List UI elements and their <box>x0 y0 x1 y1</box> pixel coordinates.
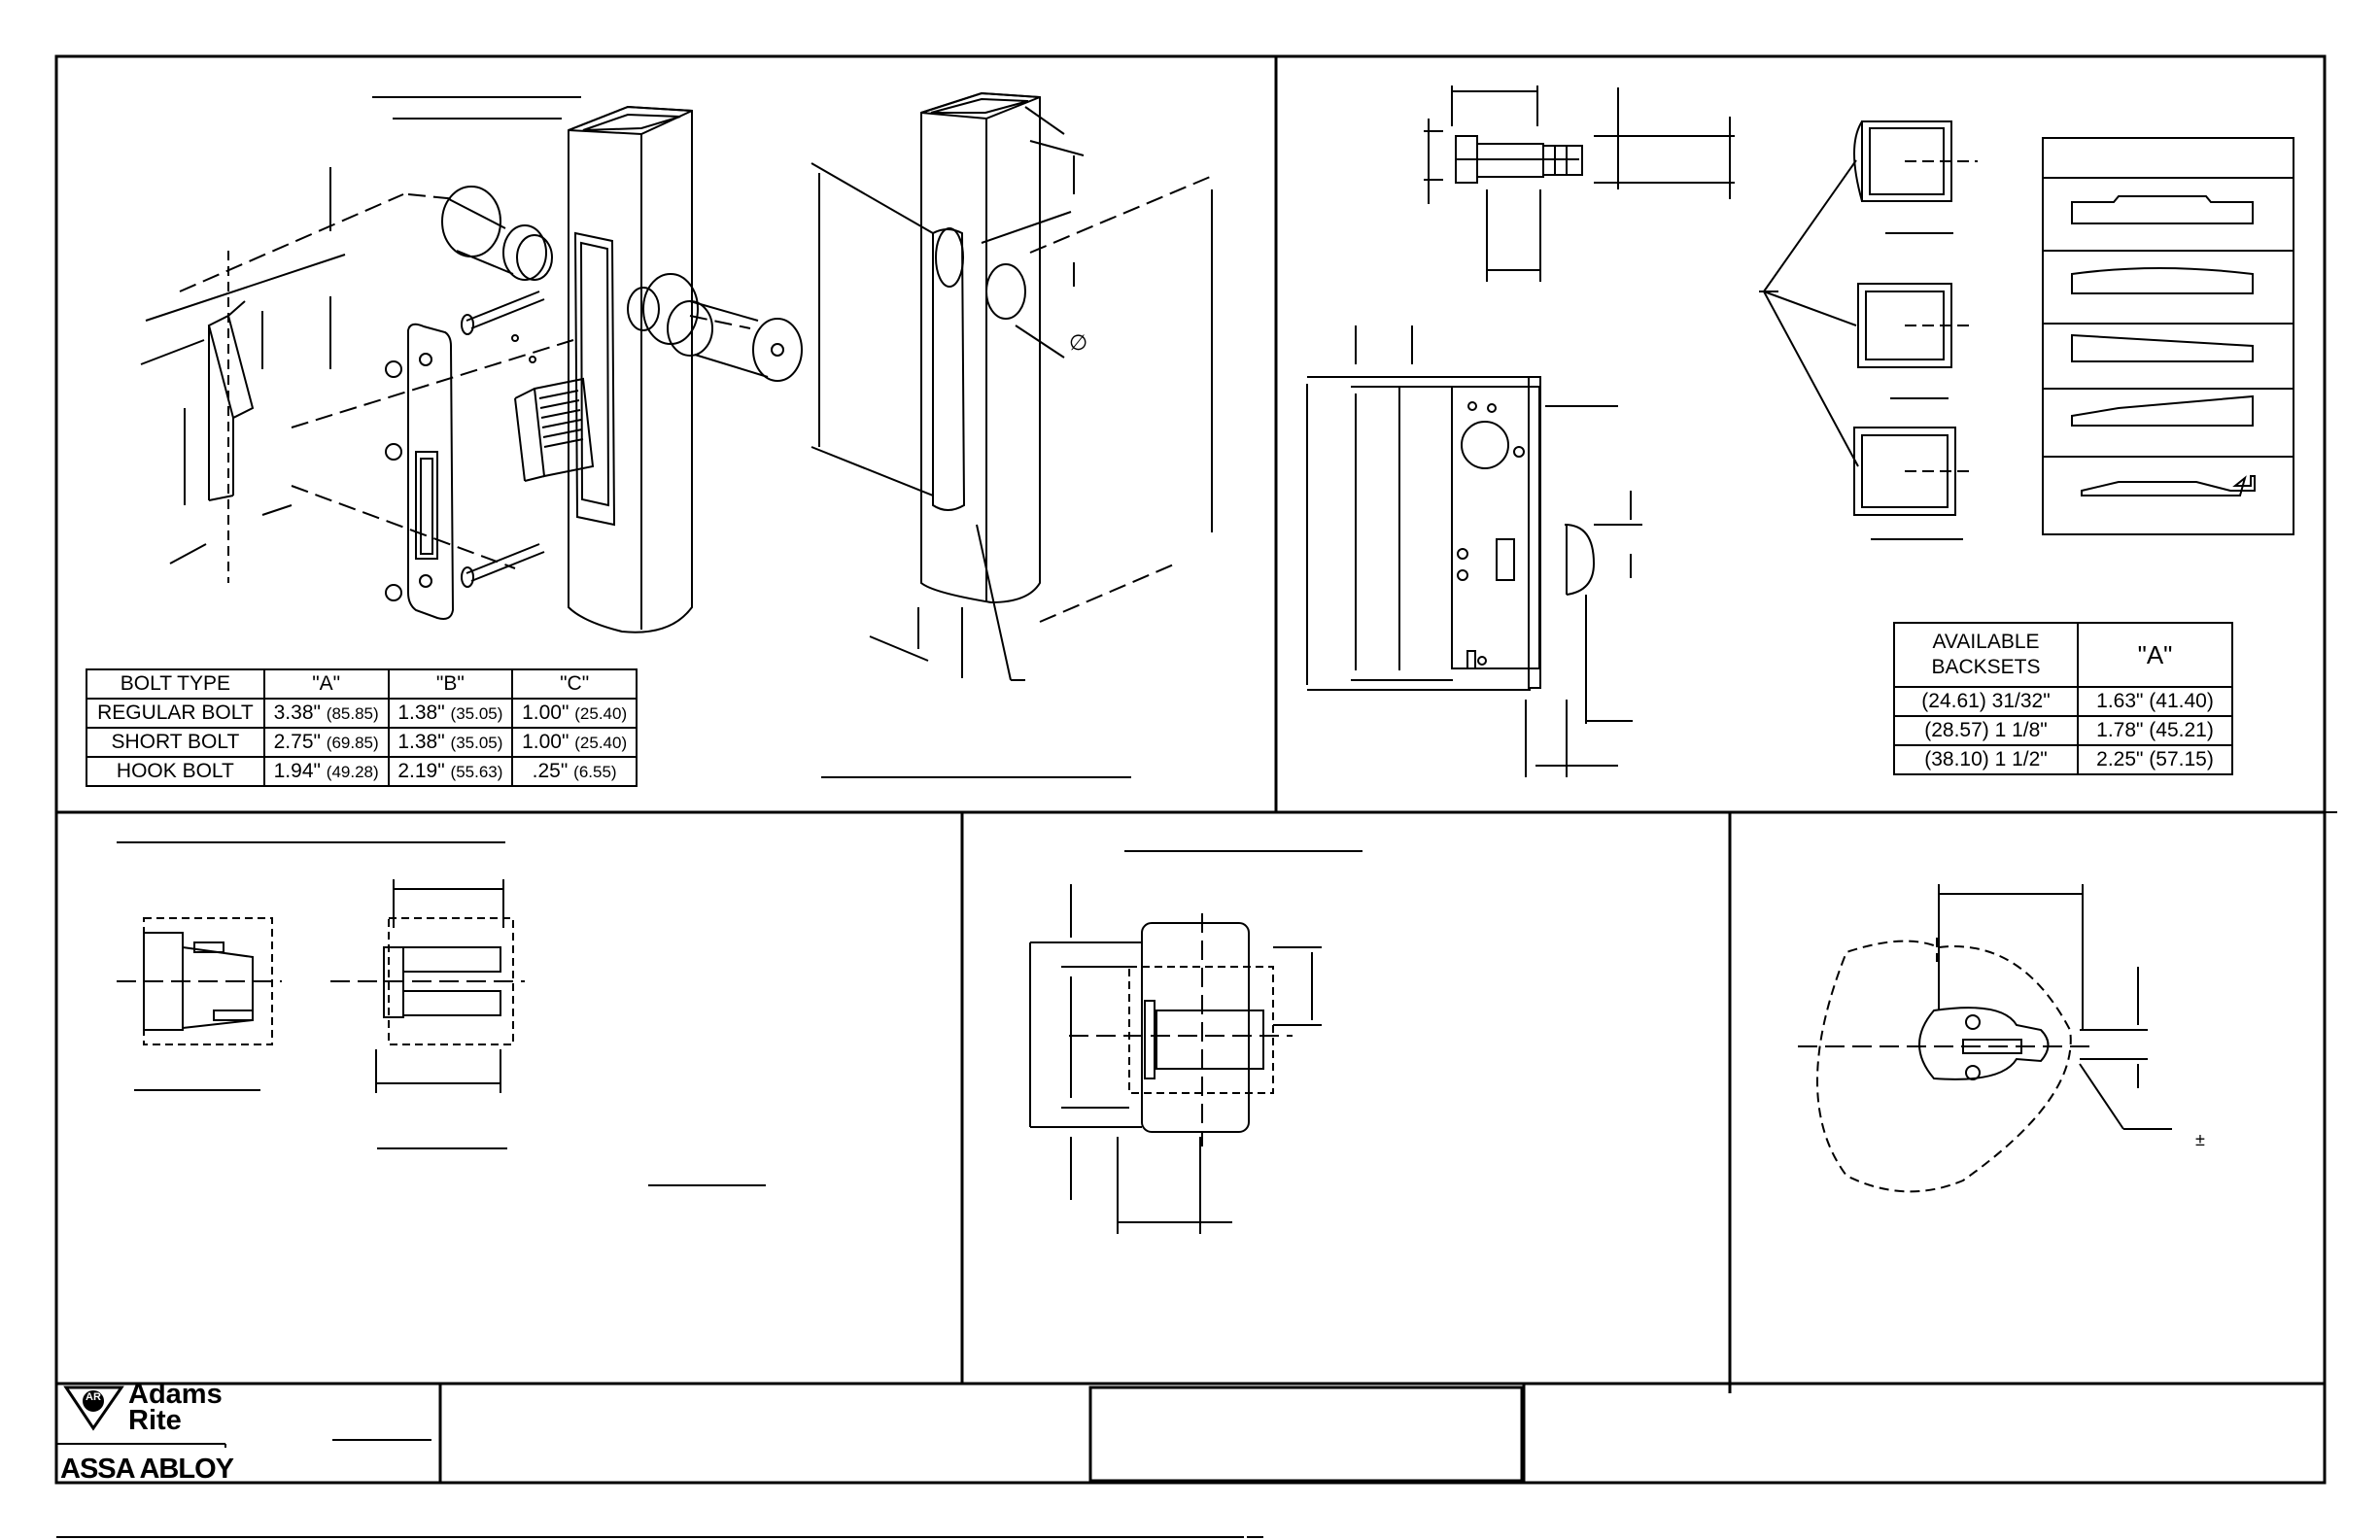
b-mm: (35.05) <box>450 734 503 752</box>
table-row: REGULAR BOLT 3.38" (85.85) 1.38" (35.05)… <box>86 698 638 729</box>
b-inch: 2.19" <box>397 760 445 782</box>
table-header-row: BOLT TYPE "A" "B" "C" <box>86 668 638 700</box>
table-header-row: AVAILABLE BACKSETS "A" <box>1893 622 2233 688</box>
diameter-symbol: ∅ <box>1069 330 1088 355</box>
a-cell: 1.94" (49.28) <box>262 756 390 787</box>
table-row: (28.57) 1 1/8" 1.78" (45.21) <box>1893 715 2233 746</box>
backset-table: AVAILABLE BACKSETS "A" (24.61) 31/32" 1.… <box>1893 622 2233 775</box>
brand-name: Adams Rite <box>128 1379 223 1436</box>
c-cell: .25" (6.55) <box>511 756 638 787</box>
b-mm: (55.63) <box>450 763 503 781</box>
b-mm: (35.05) <box>450 704 503 723</box>
title-box <box>1088 1386 1524 1483</box>
backset-cell: (24.61) 31/32" <box>1893 686 2079 717</box>
adams-rite-logo-icon <box>56 1386 431 1448</box>
cam-detail-view <box>1798 884 2172 1193</box>
tube-profiles <box>1759 120 1978 540</box>
plus-minus-symbol: ± <box>2195 1130 2205 1149</box>
lock-body-views <box>1306 86 1735 777</box>
b-cell: 1.38" (35.05) <box>387 698 514 729</box>
col-header-bolt-type: BOLT TYPE <box>86 668 265 700</box>
a-cell: 1.78" (45.21) <box>2077 715 2233 746</box>
backset-cell: (38.10) 1 1/2" <box>1893 744 2079 775</box>
a-inch: 1.94" <box>273 760 321 782</box>
col-header-a: "A" <box>2077 622 2233 688</box>
col-header-a: "A" <box>262 668 390 700</box>
a-mm: (85.85) <box>326 704 379 723</box>
parent-brand: ASSA ABLOY <box>60 1454 234 1485</box>
table-row: (38.10) 1 1/2" 2.25" (57.15) <box>1893 744 2233 775</box>
backset-cell: (28.57) 1 1/8" <box>1893 715 2079 746</box>
c-cell: 1.00" (25.40) <box>511 698 638 729</box>
logo-mark-text: AR <box>86 1391 101 1403</box>
exploded-assembly-view <box>140 96 803 633</box>
a-cell: 3.38" (85.85) <box>262 698 390 729</box>
b-inch: 1.38" <box>397 731 445 753</box>
a-mm: (49.28) <box>326 763 379 781</box>
a-mm: (69.85) <box>326 734 379 752</box>
faceplate-profiles <box>2042 137 2294 535</box>
b-cell: 1.38" (35.05) <box>387 727 514 758</box>
c-cell: 1.00" (25.40) <box>511 727 638 758</box>
table-row: (24.61) 31/32" 1.63" (41.40) <box>1893 686 2233 717</box>
b-inch: 1.38" <box>397 702 445 724</box>
col-header-c: "C" <box>511 668 638 700</box>
c-inch: .25" <box>532 760 569 782</box>
tube-prep-view <box>811 91 1216 778</box>
c-mm: (25.40) <box>574 734 628 752</box>
col-header-backsets: AVAILABLE BACKSETS <box>1893 622 2079 688</box>
bolt-type-table: BOLT TYPE "A" "B" "C" REGULAR BOLT 3.38"… <box>86 668 638 787</box>
a-cell: 1.63" (41.40) <box>2077 686 2233 717</box>
table-row: SHORT BOLT 2.75" (69.85) 1.38" (35.05) 1… <box>86 727 638 758</box>
bolt-views <box>117 841 766 1186</box>
c-mm: (6.55) <box>573 763 617 781</box>
c-inch: 1.00" <box>522 731 569 753</box>
bolt-type-cell: SHORT BOLT <box>86 727 265 758</box>
sheet-border <box>54 54 2327 1485</box>
cylinder-cam-view <box>1029 850 1362 1234</box>
a-cell: 2.25" (57.15) <box>2077 744 2233 775</box>
a-inch: 3.38" <box>273 702 321 724</box>
bolt-type-cell: HOOK BOLT <box>86 756 265 787</box>
col-header-b: "B" <box>387 668 514 700</box>
table-row: HOOK BOLT 1.94" (49.28) 2.19" (55.63) .2… <box>86 756 638 787</box>
a-cell: 2.75" (69.85) <box>262 727 390 758</box>
a-inch: 2.75" <box>273 731 321 753</box>
c-mm: (25.40) <box>574 704 628 723</box>
bolt-type-cell: REGULAR BOLT <box>86 698 265 729</box>
c-inch: 1.00" <box>522 702 569 724</box>
b-cell: 2.19" (55.63) <box>387 756 514 787</box>
